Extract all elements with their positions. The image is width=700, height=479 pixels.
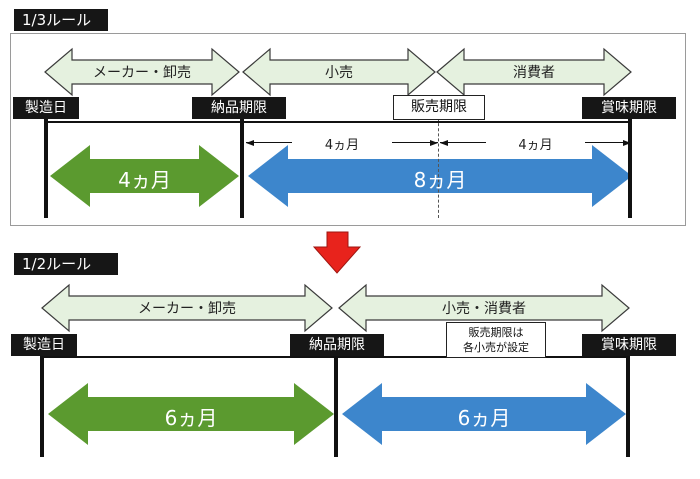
marker-manufacture-top xyxy=(44,108,48,218)
period-label-green-bottom: 6ヵ月 xyxy=(164,406,218,430)
dimension-label-left: 4ヵ月 xyxy=(324,138,360,153)
phase-arrow-maker-bottom xyxy=(41,283,333,333)
label-manufacture-bottom: 製造日 xyxy=(11,334,77,356)
phase-arrow-consumer xyxy=(436,47,632,97)
dimension-line-right-b xyxy=(585,142,631,143)
marker-sale-top xyxy=(438,118,439,218)
marker-manufacture-bottom xyxy=(40,344,44,457)
dimension-line-right xyxy=(440,142,486,143)
period-arrow-green-bottom xyxy=(48,383,334,445)
label-manufacture-top: 製造日 xyxy=(13,97,79,119)
period-label-green-top: 4ヵ月 xyxy=(118,168,171,192)
marker-delivery-top xyxy=(240,108,244,218)
period-arrow-green-top xyxy=(50,145,239,207)
period-arrow-blue-bottom xyxy=(342,383,626,445)
dimension-line-left xyxy=(246,142,292,143)
period-label-blue-top: 8ヵ月 xyxy=(413,168,467,192)
label-delivery-bottom: 納品期限 xyxy=(290,334,384,356)
label-sale-bottom: 販売期限は 各小売が設定 xyxy=(446,322,546,358)
rule-one-half-tag: 1/2ルール xyxy=(14,253,118,275)
period-label-blue-bottom: 6ヵ月 xyxy=(457,406,511,430)
phase-label-maker-bottom: メーカー・卸売 xyxy=(138,301,236,317)
down-arrow-icon xyxy=(312,231,362,274)
dimension-line-left-b xyxy=(392,142,438,143)
phase-label-consumer: 消費者 xyxy=(513,65,555,81)
label-sale-top: 販売期限 xyxy=(393,95,485,120)
timeline-top xyxy=(46,121,632,123)
marker-delivery-bottom xyxy=(334,344,338,457)
period-arrow-blue-top xyxy=(248,145,632,207)
phase-arrow-retail xyxy=(242,47,436,97)
label-best-before-bottom: 賞味期限 xyxy=(582,334,676,356)
phase-label-maker: メーカー・卸売 xyxy=(93,65,191,81)
phase-arrow-maker xyxy=(44,47,240,97)
phase-arrow-retail-consumer xyxy=(338,283,630,333)
label-sale-bottom-line1: 販売期限は xyxy=(468,326,524,339)
dimension-label-right: 4ヵ月 xyxy=(518,138,553,153)
label-best-before-top: 賞味期限 xyxy=(582,97,676,119)
marker-best-before-top xyxy=(628,108,632,218)
rule-one-third-tag: 1/3ルール xyxy=(14,9,108,31)
phase-label-retail: 小売 xyxy=(325,65,353,81)
phase-label-retail-consumer: 小売・消費者 xyxy=(442,301,526,317)
label-delivery-top: 納品期限 xyxy=(192,97,286,119)
marker-best-before-bottom xyxy=(626,344,630,457)
label-sale-bottom-line2: 各小売が設定 xyxy=(463,341,529,354)
